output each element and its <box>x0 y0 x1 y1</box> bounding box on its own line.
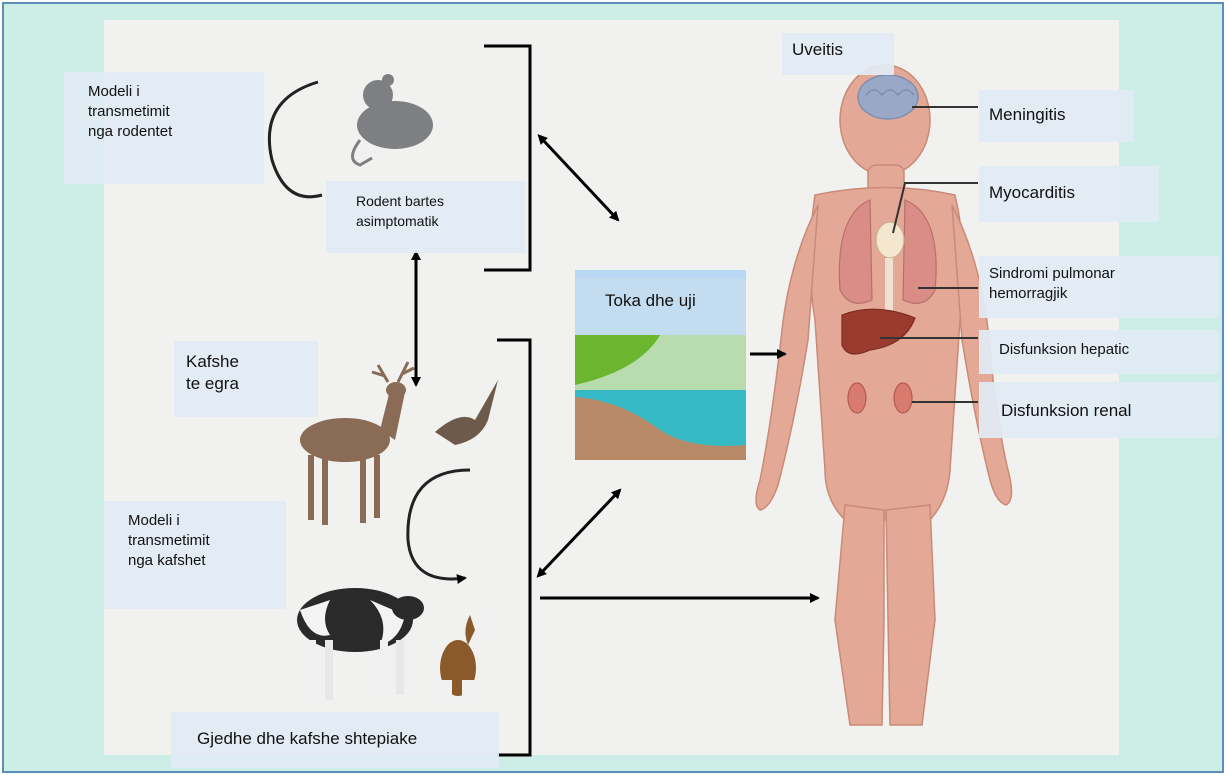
human-body-icon <box>756 65 1012 725</box>
dog-icon <box>440 611 494 702</box>
label-uveitis: Uveitis <box>782 33 894 75</box>
label-renal: Disfunksion renal <box>979 382 1219 438</box>
animal-bracket <box>497 340 530 755</box>
label-meningitis: Meningitis <box>979 90 1134 142</box>
label-hepatic: Disfunksion hepatic <box>979 330 1219 374</box>
brain-icon <box>858 75 918 119</box>
label-pulmonary: Sindromi pulmonar hemorragjik <box>979 256 1219 318</box>
label-animal-model: Modeli i transmetimit nga kafshet <box>104 501 286 609</box>
animal-cycle-arrow <box>408 470 470 579</box>
label-livestock: Gjedhe dhe kafshe shtepiake <box>171 712 499 768</box>
label-wild-animals: Kafshe te egra <box>174 341 318 417</box>
label-rodent-carrier: Rodent bartes asimptomatik <box>326 181 525 253</box>
bird-icon <box>435 380 498 445</box>
rodent-icon <box>353 74 434 165</box>
animal-soil-arrow <box>542 490 620 572</box>
label-soil-water: Toka dhe uji <box>575 278 746 335</box>
label-myocarditis: Myocarditis <box>979 166 1159 222</box>
rodent-cycle-arrow <box>269 82 322 197</box>
label-rodent-model: Modeli i transmetimit nga rodentet <box>64 72 264 184</box>
cow-icon <box>297 588 424 700</box>
rodent-soil-arrow <box>543 140 618 220</box>
